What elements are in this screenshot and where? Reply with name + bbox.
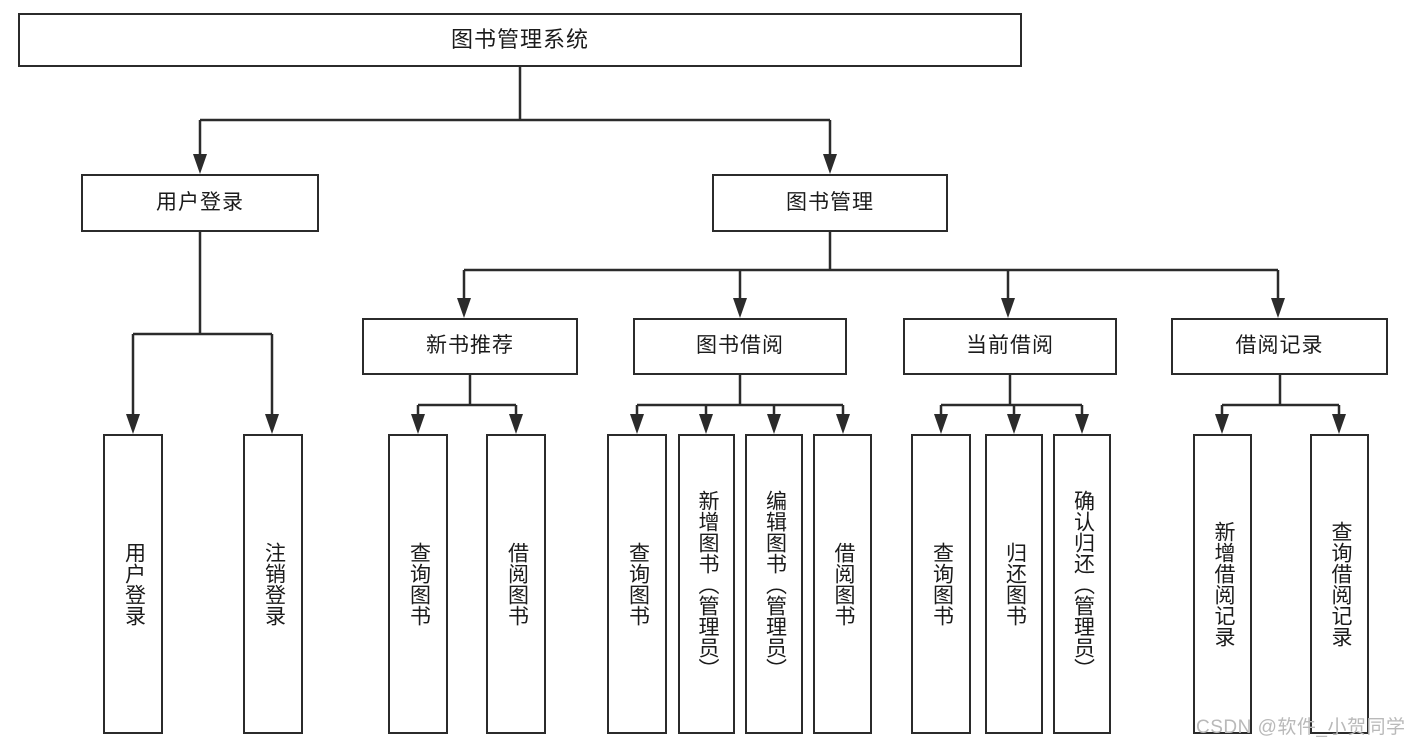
node-leaf-add-book[interactable]: 新增图书（管理员） (678, 434, 735, 734)
book-manage-to-level2-arrowhead-2 (1001, 298, 1015, 318)
current-borrow-to-leaves-arrowhead-1 (1007, 414, 1021, 434)
node-label: 归还图书 (1003, 542, 1027, 626)
node-label: 新增图书（管理员） (695, 489, 719, 679)
node-label: 编辑图书（管理员） (763, 489, 787, 679)
new-book-rec-to-leaves-arrowhead-0 (411, 414, 425, 434)
user-login-to-leaves-arrowhead-1 (265, 414, 279, 434)
book-borrow-to-leaves-arrowhead-0 (630, 414, 644, 434)
book-borrow-to-leaves-arrowhead-1 (699, 414, 713, 434)
node-label: 查询图书 (407, 542, 431, 626)
node-leaf-user-login[interactable]: 用户登录 (103, 434, 163, 734)
node-book-manage[interactable]: 图书管理 (712, 174, 948, 232)
node-leaf-add-record[interactable]: 新增借阅记录 (1193, 434, 1252, 734)
node-label: 注销登录 (262, 542, 286, 626)
book-manage-to-level2-arrowhead-1 (733, 298, 747, 318)
node-current-borrow[interactable]: 当前借阅 (903, 318, 1117, 375)
node-label: 图书管理 (786, 190, 874, 214)
node-label: 借阅图书 (831, 542, 855, 626)
node-label: 确认归还（管理员） (1071, 489, 1095, 679)
node-leaf-borrow-book-rec[interactable]: 借阅图书 (486, 434, 546, 734)
root-to-level1-arrowhead-1 (823, 154, 837, 174)
node-label: 用户登录 (122, 542, 146, 626)
node-leaf-edit-book[interactable]: 编辑图书（管理员） (745, 434, 803, 734)
node-label: 用户登录 (156, 190, 244, 214)
book-manage-to-level2-arrowhead-0 (457, 298, 471, 318)
node-leaf-query-book-cur[interactable]: 查询图书 (911, 434, 971, 734)
current-borrow-to-leaves-arrowhead-0 (934, 414, 948, 434)
csdn-watermark: CSDN @软件_小贺同学 (1196, 717, 1405, 738)
node-root[interactable]: 图书管理系统 (18, 13, 1022, 67)
node-label: 查询图书 (930, 542, 954, 626)
node-label: 图书借阅 (696, 334, 784, 358)
node-label: 查询图书 (626, 542, 650, 626)
node-user-login[interactable]: 用户登录 (81, 174, 319, 232)
node-label: 新增借阅记录 (1211, 521, 1235, 647)
node-leaf-confirm-return[interactable]: 确认归还（管理员） (1053, 434, 1111, 734)
borrow-record-to-leaves-arrowhead-1 (1332, 414, 1346, 434)
node-label: 借阅记录 (1235, 334, 1324, 358)
current-borrow-to-leaves-arrowhead-2 (1075, 414, 1089, 434)
node-label: 查询借阅记录 (1328, 521, 1352, 647)
book-borrow-to-leaves-arrowhead-2 (767, 414, 781, 434)
node-leaf-borrow-book[interactable]: 借阅图书 (813, 434, 872, 734)
node-leaf-query-record[interactable]: 查询借阅记录 (1310, 434, 1369, 734)
node-leaf-return-book[interactable]: 归还图书 (985, 434, 1043, 734)
new-book-rec-to-leaves-arrowhead-1 (509, 414, 523, 434)
node-label: 新书推荐 (426, 334, 514, 358)
book-manage-to-level2-arrowhead-3 (1271, 298, 1285, 318)
root-to-level1-arrowhead-0 (193, 154, 207, 174)
node-leaf-query-book-borrow[interactable]: 查询图书 (607, 434, 667, 734)
node-leaf-query-book-rec[interactable]: 查询图书 (388, 434, 448, 734)
node-book-borrow[interactable]: 图书借阅 (633, 318, 847, 375)
node-label: 当前借阅 (966, 334, 1054, 358)
book-borrow-to-leaves-arrowhead-3 (836, 414, 850, 434)
user-login-to-leaves-arrowhead-0 (126, 414, 140, 434)
node-new-book-rec[interactable]: 新书推荐 (362, 318, 578, 375)
node-leaf-user-logout[interactable]: 注销登录 (243, 434, 303, 734)
node-label: 图书管理系统 (450, 27, 589, 53)
borrow-record-to-leaves-arrowhead-0 (1215, 414, 1229, 434)
node-label: 借阅图书 (505, 542, 529, 626)
node-borrow-record[interactable]: 借阅记录 (1171, 318, 1388, 375)
